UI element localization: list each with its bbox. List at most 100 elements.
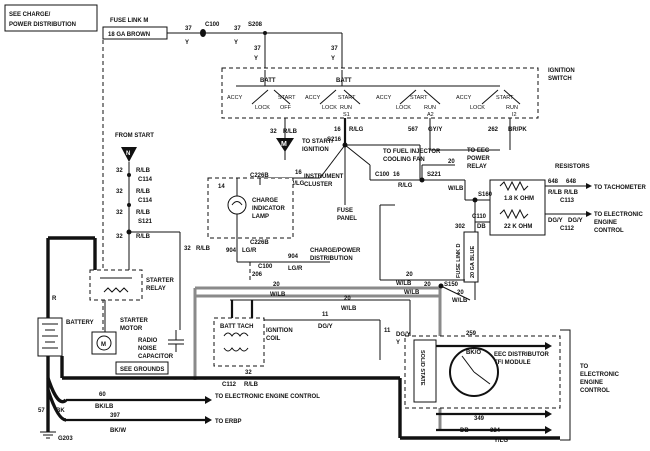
to-start-label-2: IGNITION (302, 147, 329, 153)
solid-state-label: SOLID STATE (419, 350, 425, 386)
wire-32-n2: 32 (116, 189, 123, 195)
wire-lgr-a: LG/R (242, 248, 257, 254)
c100-top-label: C100 (205, 22, 220, 28)
lock-2: LOCK (322, 105, 337, 111)
wire-16-s221: 16 (393, 172, 400, 178)
wire-16-cluster: 16 (295, 170, 302, 176)
wire-bk: BK (56, 408, 65, 414)
batt-tach-label: BATT TACH (220, 324, 253, 330)
c112-bottom-label: C112 (222, 382, 237, 388)
wire-262: 262 (488, 127, 499, 133)
accy-4: ACCY (456, 95, 472, 101)
wire-20-f: 20 (344, 296, 351, 302)
wire-bkw: BK/W (110, 428, 126, 434)
bottom-wires (40, 356, 560, 440)
start-4: START (496, 95, 514, 101)
charge-power-label-1: CHARGE/POWER (310, 248, 361, 254)
wire-rlb-n1: R/LB (136, 168, 151, 174)
wire-wlb-f: W/LB (341, 306, 357, 312)
radio-capacitor (168, 330, 184, 352)
wire-37-b: 37 (234, 26, 241, 32)
charge-label-3: LAMP (252, 214, 269, 220)
c110-label: C110 (472, 214, 487, 220)
wire-dgy-b: DG/Y (396, 332, 411, 338)
wire-37-d: 37 (331, 46, 338, 52)
m-connector: M (276, 138, 294, 152)
run-3: RUN (506, 105, 518, 111)
wire-rlb-bottom: R/LB (244, 382, 259, 388)
right-bracket (560, 329, 571, 441)
tfi-module (404, 335, 561, 409)
wire-bklb: BK/LB (95, 404, 114, 410)
lock-3: LOCK (396, 105, 411, 111)
see-grounds-box: SEE GROUNDS (115, 361, 169, 375)
charge-label-2: INDICATOR (252, 206, 285, 212)
fuse-link-m-label: FUSE LINK M (110, 18, 148, 24)
instrument-label-1: INSTRUMENT (304, 174, 344, 180)
s208-label: S208 (248, 22, 263, 28)
from-start-label: FROM START (115, 133, 154, 139)
battery-cables (46, 236, 97, 318)
wire-rlb-n4: R/LB (136, 234, 151, 240)
s121-label: S121 (138, 219, 153, 225)
i2-label: I2 (512, 112, 517, 118)
to-elec-label-1: TO ELECTRONIC (594, 212, 644, 218)
wire-y-b: Y (234, 40, 238, 46)
tfi-output-wires (436, 342, 552, 434)
fuse-panel-label-2: PANEL (337, 216, 357, 222)
start-3: START (410, 95, 428, 101)
ignition-switch: BATT BATT ACCY LOCK START OFF ACCY LOCK … (221, 67, 539, 119)
accy-3: ACCY (376, 95, 392, 101)
fuse-panel-label-1: FUSE (337, 208, 353, 214)
c112-right-label: C112 (560, 226, 575, 232)
wire-37-c: 37 (254, 46, 261, 52)
tach-arrow (586, 183, 592, 217)
wire-32-n4: 32 (116, 234, 123, 240)
starter-relay-label-2: RELAY (146, 286, 166, 292)
wire-db-a: DB (477, 224, 486, 230)
starter-motor: M (91, 300, 117, 355)
wire-y-a: Y (185, 40, 189, 46)
to-elec-r-2: ELECTRONIC (580, 372, 620, 378)
to-erbp-label: TO ERBP (215, 419, 242, 425)
wire-lgr-b: LG/R (288, 266, 303, 272)
wire-904-a: 904 (226, 248, 237, 254)
to-eec-label-3: RELAY (467, 164, 487, 170)
see-charge-label-2: POWER DISTRIBUTION (9, 22, 76, 28)
n-connector: N (121, 147, 137, 162)
to-elec-label-3: CONTROL (594, 228, 624, 234)
s1-label: S1 (343, 112, 350, 118)
wire-60: 60 (99, 392, 106, 398)
wire-397: 397 (110, 413, 121, 419)
wire-648-a: 648 (548, 179, 559, 185)
starter-motor-m: M (101, 342, 106, 348)
lock-1: LOCK (255, 105, 270, 111)
accy-2: ACCY (305, 95, 321, 101)
wire-20-b: 20 (406, 272, 413, 278)
c226b-label-1: C226B (250, 173, 269, 179)
wire-rlb-n5: R/LB (196, 246, 211, 252)
a2-label: A2 (427, 112, 434, 118)
charge-power-label-2: DISTRIBUTION (310, 256, 353, 262)
m-label: M (281, 141, 287, 148)
fuse-link-d-label: FUSE LINK D (456, 243, 462, 278)
to-fuel-label-2: COOLING FAN (383, 157, 425, 163)
s216-label: S216 (327, 137, 342, 143)
c114-label-2: C114 (138, 198, 153, 204)
wire-32-n5: 32 (184, 246, 191, 252)
start-1: START (278, 95, 296, 101)
to-eec-ctrl-label: TO ELECTRONIC ENGINE CONTROL (215, 394, 320, 400)
wire-r: R (52, 296, 57, 302)
run-1: RUN (340, 105, 352, 111)
wire-32-bottom: 32 (245, 370, 252, 376)
wire-206: 206 (252, 272, 263, 278)
wire-32-switch: 32 (270, 129, 277, 135)
eec-dist-label-2: TFI MODULE (494, 360, 531, 366)
battery (37, 317, 63, 357)
wire-wlb-c: W/LB (404, 290, 420, 296)
wire-wlb-a: W/LB (448, 186, 464, 192)
fuse-link-m-box: 18 GA BROWN (102, 26, 168, 40)
see-grounds-label: SEE GROUNDS (120, 367, 164, 373)
wire-648-b: 648 (566, 179, 577, 185)
